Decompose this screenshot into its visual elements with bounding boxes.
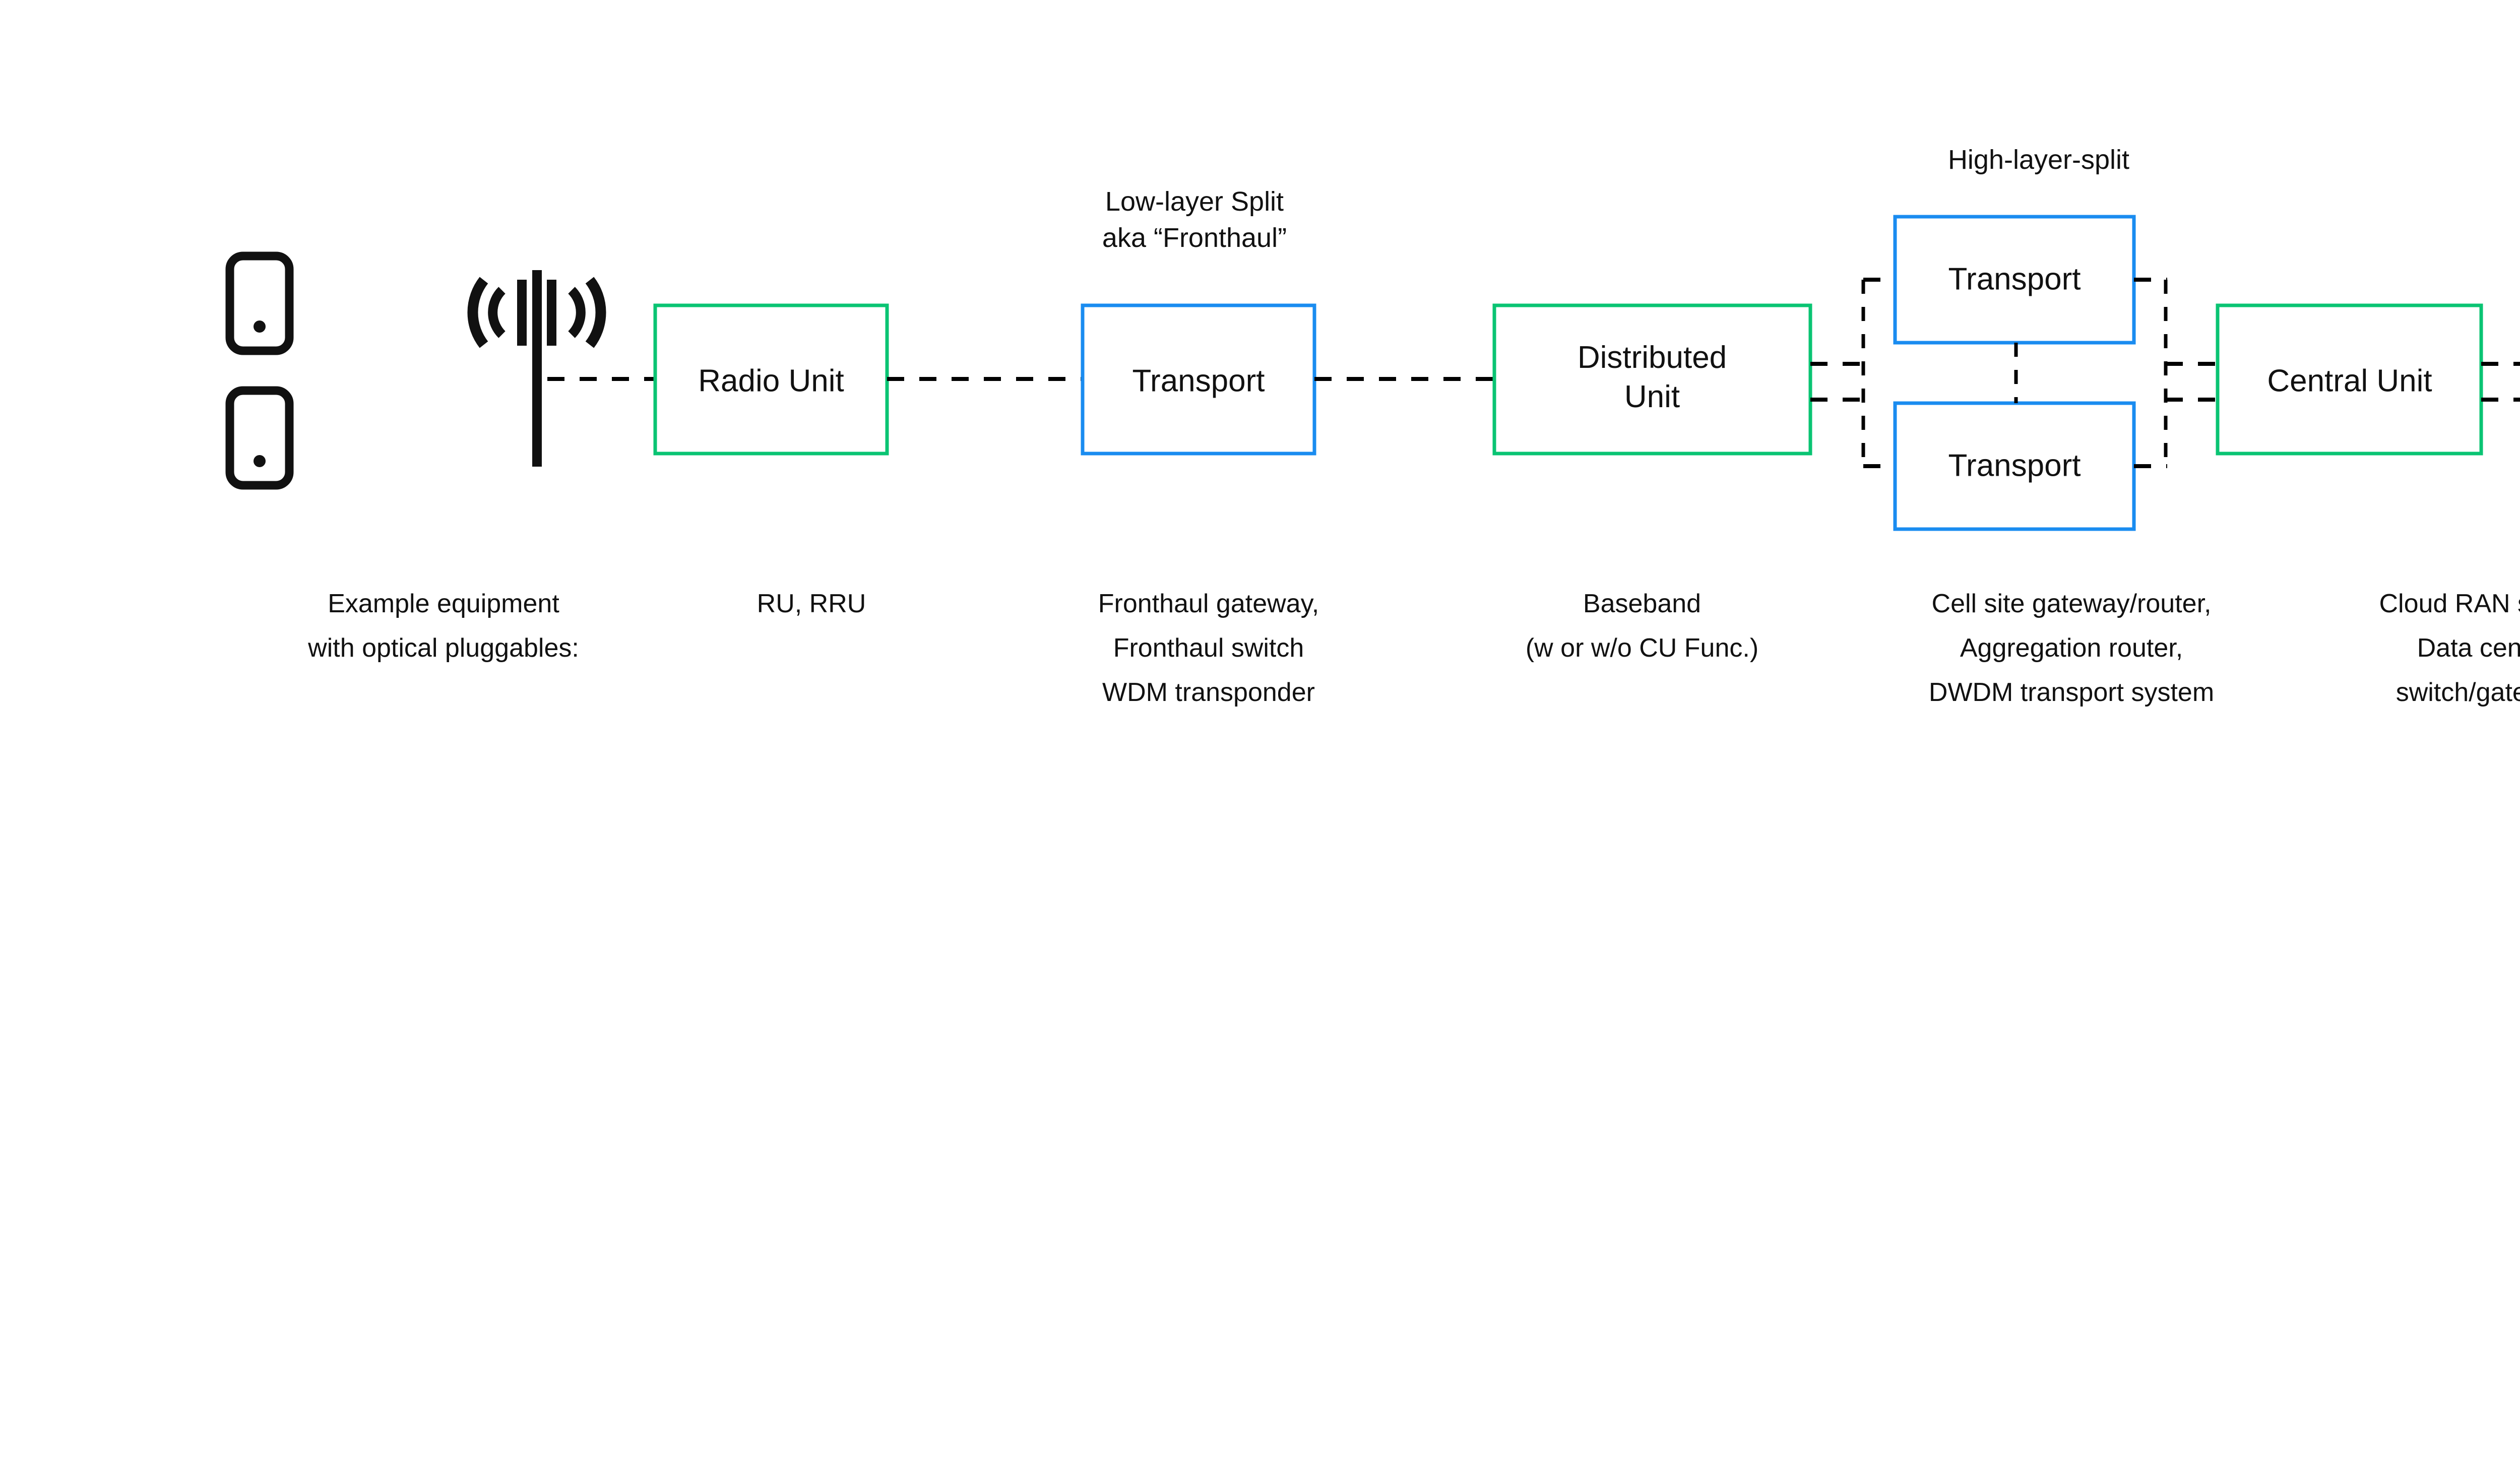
section-title-low-layer-split-line2: aka “Fronthaul”: [1102, 223, 1287, 253]
desc-central-unit-1: Data center: [2417, 633, 2520, 663]
link-hls-transports-to-central-unit: [2134, 278, 2218, 468]
left-caption-line2: with optical pluggables:: [307, 633, 579, 663]
node-distributed-unit-label-line2: Unit: [1624, 379, 1680, 414]
cell-tower-antenna-icon: [467, 270, 606, 467]
phone-top-icon: [225, 251, 294, 355]
phone-bottom-icon: [225, 386, 294, 490]
desc-fronthaul-transport-1: Fronthaul switch: [1113, 633, 1304, 663]
desc-fronthaul-transport-0: Fronthaul gateway,: [1098, 589, 1319, 618]
desc-hls-transport-0: Cell site gateway/router,: [1932, 589, 2212, 618]
desc-hls-transport-1: Aggregation router,: [1960, 633, 2183, 663]
desc-fronthaul-transport-2: WDM transponder: [1102, 678, 1315, 707]
link-central-unit-to-backhaul-transports: [2481, 362, 2520, 402]
node-distributed-unit[interactable]: [1492, 303, 1812, 456]
section-title-high-layer-split: High-layer-split: [1948, 145, 2129, 175]
desc-radio-unit-0: RU, RRU: [757, 589, 866, 618]
desc-distributed-unit-0: Baseband: [1583, 589, 1701, 618]
left-caption-line1: Example equipment: [328, 589, 559, 618]
node-central-unit-label: Central Unit: [2267, 363, 2432, 398]
desc-central-unit-2: switch/gateway: [2396, 678, 2520, 707]
node-central-unit[interactable]: [2216, 303, 2483, 456]
node-radio-unit[interactable]: [653, 303, 889, 456]
desc-distributed-unit-1: (w or w/o CU Func.): [1526, 633, 1758, 663]
desc-hls-transport-2: DWDM transport system: [1929, 678, 2214, 707]
node-hls-transport-top-label: Transport: [1948, 262, 2081, 296]
node-fronthaul-transport-label: Transport: [1132, 363, 1265, 398]
node-distributed-unit-label-line1: Distributed: [1578, 340, 1727, 375]
node-fronthaul-transport[interactable]: [1081, 303, 1316, 456]
section-title-low-layer-split-line1: Low-layer Split: [1105, 186, 1284, 217]
node-hls-transport-bottom-label: Transport: [1948, 448, 2081, 483]
desc-central-unit-0: Cloud RAN server: [2379, 589, 2520, 618]
link-distributed-unit-to-hls-transports: [1810, 278, 1895, 468]
node-radio-unit-label: Radio Unit: [698, 363, 844, 398]
